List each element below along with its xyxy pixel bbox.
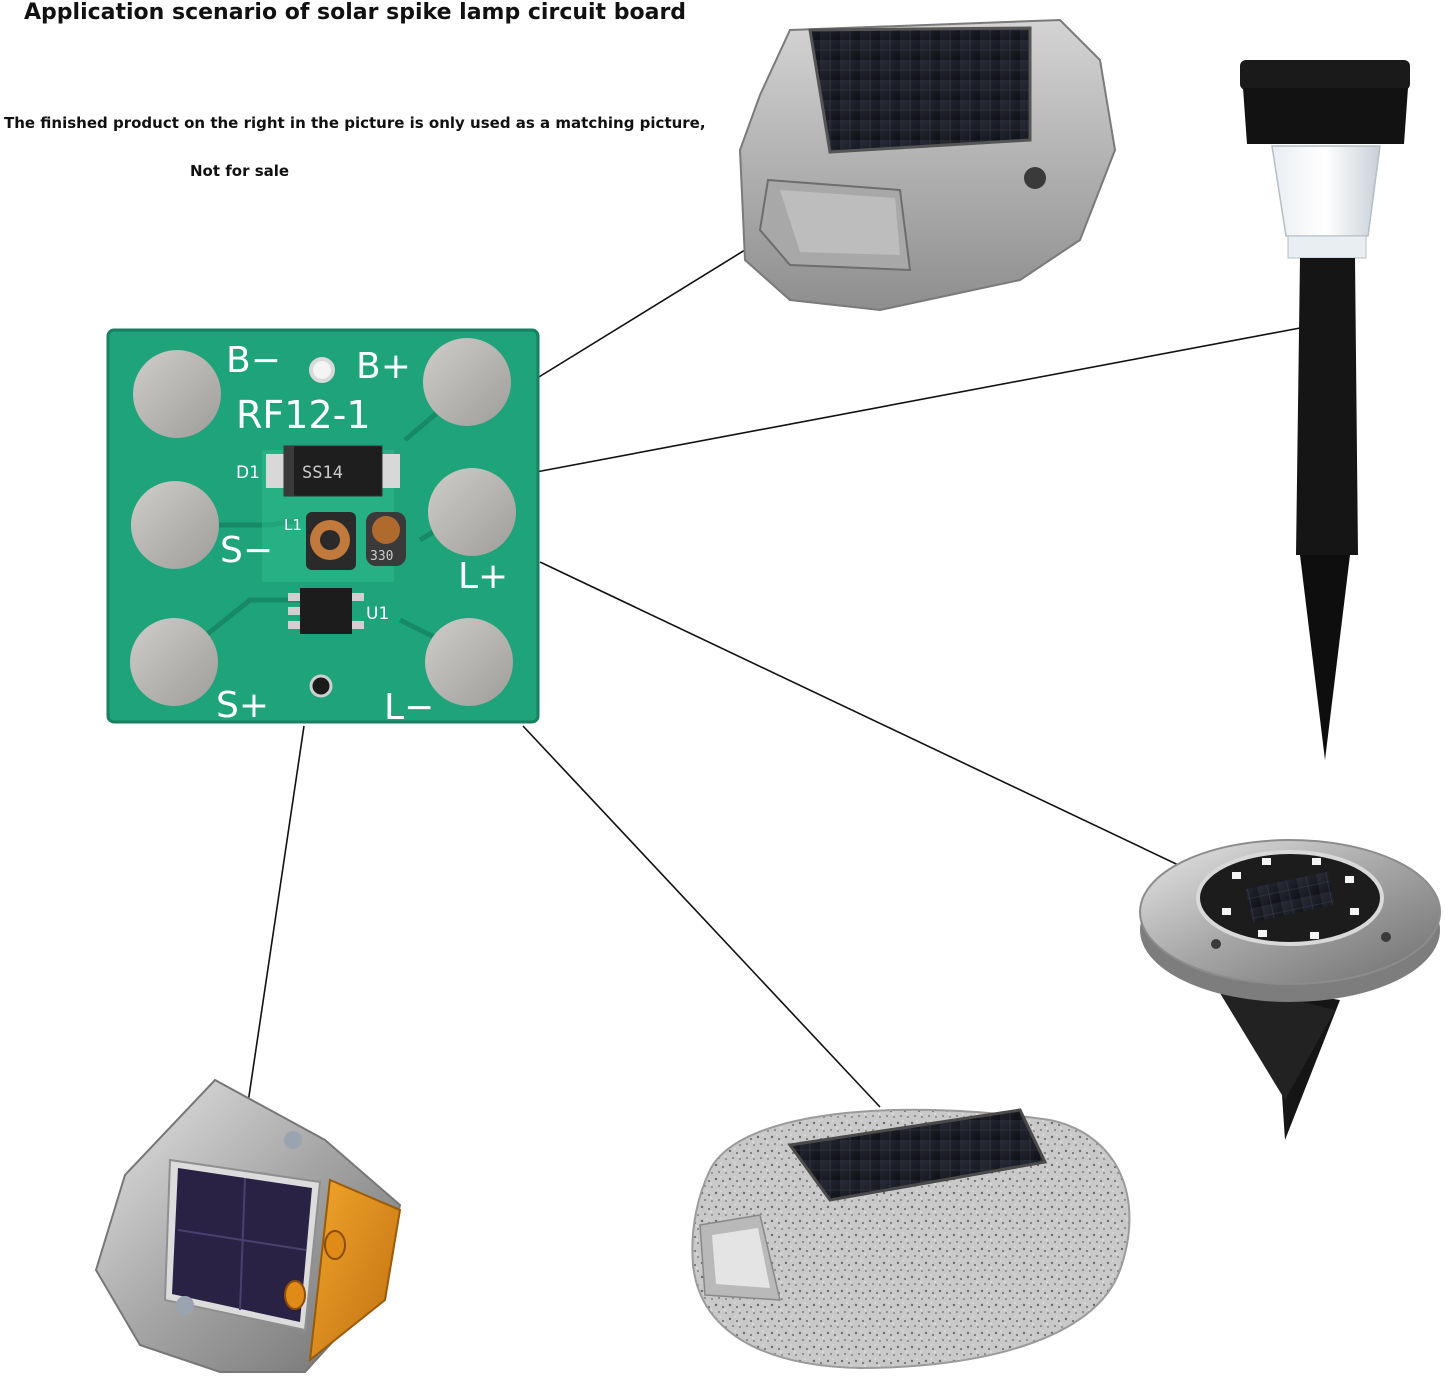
label-l-plus: L+ [458, 556, 508, 597]
diode-d1: SS14 [266, 445, 400, 497]
spike-lamp-icon [1240, 60, 1410, 760]
label-b-minus: B− [226, 340, 281, 381]
pad-l-minus [425, 618, 513, 706]
label-u1: U1 [366, 604, 389, 624]
label-s-plus: S+ [216, 685, 269, 726]
label-d1: D1 [236, 463, 260, 483]
disk-light-icon [1139, 839, 1441, 1140]
connector-line-stone-light [522, 725, 881, 1108]
pad-l-plus [428, 468, 516, 556]
page-title: Application scenario of solar spike lamp… [24, 0, 687, 25]
inductor-l1: 330 [306, 512, 406, 570]
connector-line-disk-light [539, 561, 1211, 881]
pad-b-plus [423, 338, 511, 426]
circuit-board: SS14 330 B− B+ RF12-1 D1 L1 S− L+ U1 S+ [106, 328, 540, 728]
disclaimer-line-2: Not for sale [190, 162, 290, 180]
amber-stud-icon [94, 1078, 402, 1373]
label-s-minus: S− [220, 530, 273, 571]
stone-light-icon [691, 1108, 1131, 1370]
pad-b-minus [133, 350, 221, 438]
mount-hole-top [309, 357, 335, 383]
pad-s-plus [130, 618, 218, 706]
inductor-marking: 330 [370, 549, 393, 564]
connector-line-amber-stud [244, 725, 305, 1124]
label-l1: L1 [284, 516, 302, 534]
connector-lines [244, 220, 1301, 1124]
connector-line-spike-lamp [535, 327, 1301, 473]
label-b-plus: B+ [356, 346, 411, 387]
label-l-minus: L− [384, 687, 434, 728]
ic-u1 [288, 588, 364, 634]
solder-pads [130, 338, 516, 706]
diode-marking: SS14 [302, 463, 343, 483]
mount-hole-bottom [309, 674, 333, 698]
pad-s-minus [131, 481, 219, 569]
road-stud-icon [738, 18, 1117, 312]
disclaimer-line-1: The finished product on the right in the… [4, 114, 706, 132]
board-model-label: RF12-1 [236, 393, 371, 437]
